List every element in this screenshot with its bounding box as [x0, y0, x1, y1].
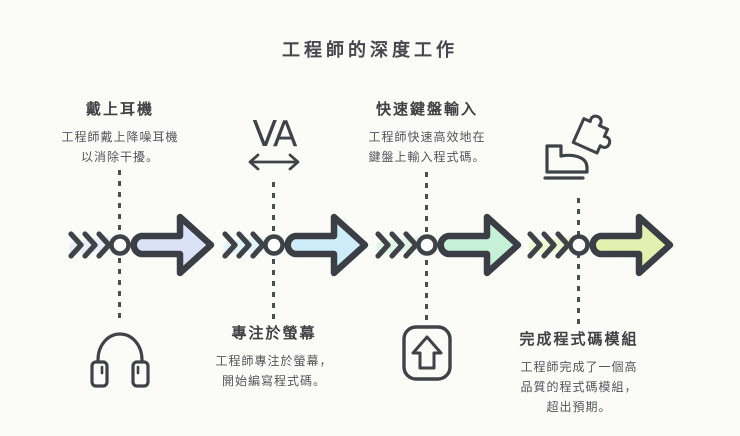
- stage-2-heading: 專注於螢幕: [231, 324, 317, 342]
- shift-key-icon: [402, 325, 452, 381]
- page-title: 工程師的深度工作: [282, 40, 458, 61]
- stage-3-chevrons-icon: [375, 231, 422, 259]
- kerning-va-icon: VA: [248, 114, 300, 171]
- stage-1-chevrons-icon: [68, 231, 115, 259]
- stage-4-dashed-line: [577, 198, 580, 325]
- stage-4-chevrons-icon: [527, 231, 574, 259]
- stage-2-timeline-node: [263, 234, 285, 256]
- stage-1-heading: 戴上耳機: [85, 100, 154, 118]
- stage-3-description: 工程師快速高效地在 鍵盤上輸入程式碼。: [368, 130, 486, 164]
- headphones-icon: [90, 332, 150, 388]
- stage-4-arrow-icon: [589, 213, 674, 277]
- stage-2-chevrons-icon: [222, 231, 269, 259]
- stage-3-heading: 快速鍵盤輸入: [375, 100, 478, 118]
- stage-3-arrow-icon: [437, 213, 522, 277]
- stage-2-text: 專注於螢幕 工程師專注於螢幕， 開始編寫程式碼。: [189, 322, 359, 392]
- stage-4-text: 完成程式碼模組 工程師完成了一個高 品質的程式碼模組， 超出預期。: [494, 328, 664, 417]
- hand-puzzle-icon: [543, 114, 612, 180]
- stage-1-timeline-node: [109, 234, 131, 256]
- stage-1-text: 戴上耳機 工程師戴上降噪耳機 以消除干擾。: [35, 98, 205, 168]
- stage-4-description: 工程師完成了一個高 品質的程式碼模組， 超出預期。: [520, 360, 638, 414]
- stage-2-description: 工程師專注於螢幕， 開始編寫程式碼。: [215, 354, 333, 388]
- stage-3-text: 快速鍵盤輸入 工程師快速高效地在 鍵盤上輸入程式碼。: [342, 98, 512, 168]
- stage-1-description: 工程師戴上降噪耳機 以消除干擾。: [61, 130, 179, 164]
- stage-4-heading: 完成程式碼模組: [519, 330, 639, 348]
- stage-1-arrow-icon: [130, 213, 215, 277]
- kerning-va-label: VA: [253, 114, 298, 155]
- stage-3-timeline-node: [416, 234, 438, 256]
- stage-4-timeline-node: [568, 234, 590, 256]
- stage-2-arrow-icon: [284, 213, 369, 277]
